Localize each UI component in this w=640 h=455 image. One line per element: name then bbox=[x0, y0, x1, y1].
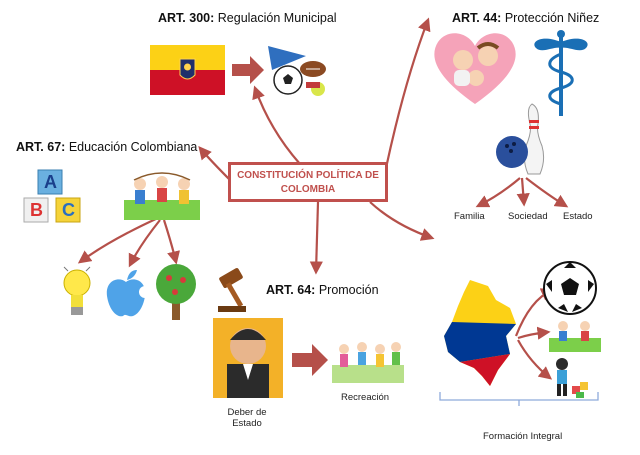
art67-number: ART. 67: bbox=[16, 140, 66, 154]
president-caricature-image bbox=[213, 318, 283, 398]
constitution-title-line2: COLOMBIA bbox=[280, 184, 336, 195]
abc-blocks-image: A B C bbox=[22, 168, 88, 226]
formacion-integral-label: Formación Integral bbox=[483, 431, 563, 442]
apple-logo-icon bbox=[106, 270, 149, 317]
constitution-box: CONSTITUCIÓN POLÍTICA DE COLOMBIA bbox=[228, 162, 388, 202]
art67-title: Educación Colombiana bbox=[68, 140, 198, 154]
child-playing-image bbox=[556, 358, 588, 398]
arrow-to-bulb bbox=[77, 217, 159, 264]
art44-title: Protección Niñez bbox=[504, 11, 600, 25]
deber-estado-label: Deber de Estado bbox=[222, 407, 272, 429]
arrow-to-tree bbox=[162, 219, 181, 265]
arrow-to-kids bbox=[517, 326, 551, 340]
constitution-title-line1: CONSTITUCIÓN POLÍTICA DE bbox=[237, 170, 379, 181]
art44-heading: ART. 44: Protección Niñez bbox=[452, 11, 599, 25]
caduceus-icon bbox=[534, 30, 588, 116]
tree-icon bbox=[156, 264, 196, 320]
arrow-to-art300 bbox=[252, 85, 301, 165]
abc-blocks-shapes bbox=[23, 169, 81, 223]
art67-heading: ART. 67: Educación Colombiana bbox=[16, 140, 197, 154]
recreacion-label: Recreación bbox=[341, 392, 390, 403]
lightbulb-icon bbox=[63, 266, 91, 315]
block-a-letter: A bbox=[44, 172, 57, 192]
art300-heading: ART. 300: Regulación Municipal bbox=[158, 11, 337, 25]
children-playing-image bbox=[124, 172, 200, 220]
arrow-to-estado bbox=[525, 177, 569, 208]
arrow-to-familia bbox=[475, 177, 521, 208]
block-c-letter: C bbox=[62, 200, 75, 220]
soccer-ball-icon bbox=[543, 261, 597, 315]
deber-line1: Deber de bbox=[227, 407, 267, 418]
art44-number: ART. 44: bbox=[452, 11, 502, 25]
family-heart-image bbox=[434, 33, 516, 104]
kids-sports-image bbox=[549, 321, 601, 352]
block-b-letter: B bbox=[30, 200, 43, 220]
familia-label: Familia bbox=[454, 211, 485, 222]
sports-equipment-image bbox=[268, 46, 326, 96]
block-arrow-deber bbox=[292, 344, 328, 376]
arrow-to-art64 bbox=[309, 201, 323, 275]
sociedad-label: Sociedad bbox=[508, 211, 548, 222]
arrow-to-girl bbox=[517, 339, 553, 380]
arrow-to-art44 bbox=[384, 17, 431, 169]
colombia-map-image bbox=[444, 280, 516, 386]
deber-line2: Estado bbox=[232, 418, 262, 429]
estado-label: Estado bbox=[563, 211, 593, 222]
arrow-to-formacion bbox=[369, 201, 435, 241]
block-arrow-flag bbox=[232, 56, 264, 84]
art300-number: ART. 300: bbox=[158, 11, 215, 25]
arrow-to-sociedad bbox=[516, 177, 530, 207]
art64-number: ART. 64: bbox=[266, 283, 316, 297]
art300-title: Regulación Municipal bbox=[217, 11, 337, 25]
bowling-image bbox=[496, 103, 545, 175]
bogota-flag-image bbox=[150, 45, 225, 95]
art64-heading: ART. 64: Promoción bbox=[266, 283, 379, 297]
gavel-icon bbox=[218, 268, 246, 312]
art64-title: Promoción bbox=[318, 283, 379, 297]
arrow-to-apple bbox=[128, 219, 161, 268]
recreation-image bbox=[332, 342, 404, 383]
